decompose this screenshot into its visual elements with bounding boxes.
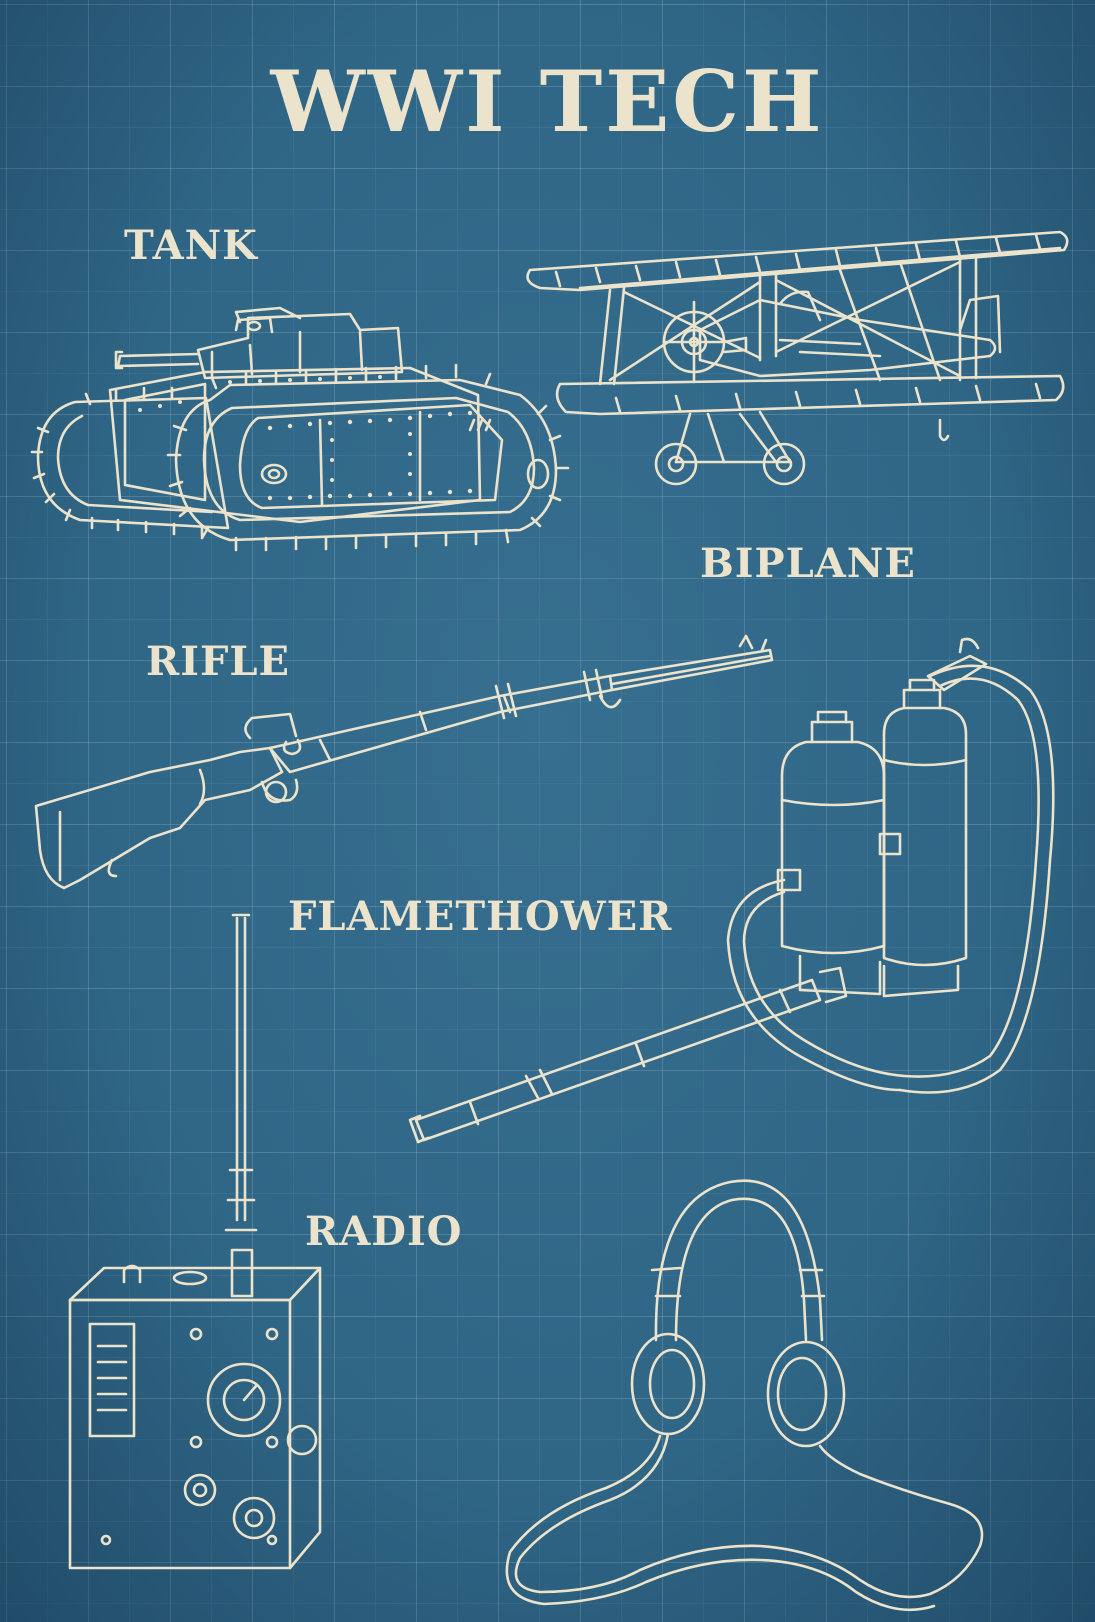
flamethrower-label: FLAMETHOWER [288, 893, 673, 940]
headphones-icon [507, 1181, 982, 1610]
tank-icon [32, 308, 568, 550]
rifle-label: RIFLE [146, 638, 290, 685]
radio-icon [70, 915, 320, 1568]
poster-title: WWI TECH [270, 52, 825, 151]
biplane-label: BIPLANE [700, 540, 916, 587]
radio-label: RADIO [305, 1208, 463, 1255]
tank-label: TANK [124, 222, 258, 269]
flamethrower-icon [410, 639, 1053, 1142]
rifle-icon [36, 636, 772, 888]
biplane-icon [528, 232, 1068, 484]
